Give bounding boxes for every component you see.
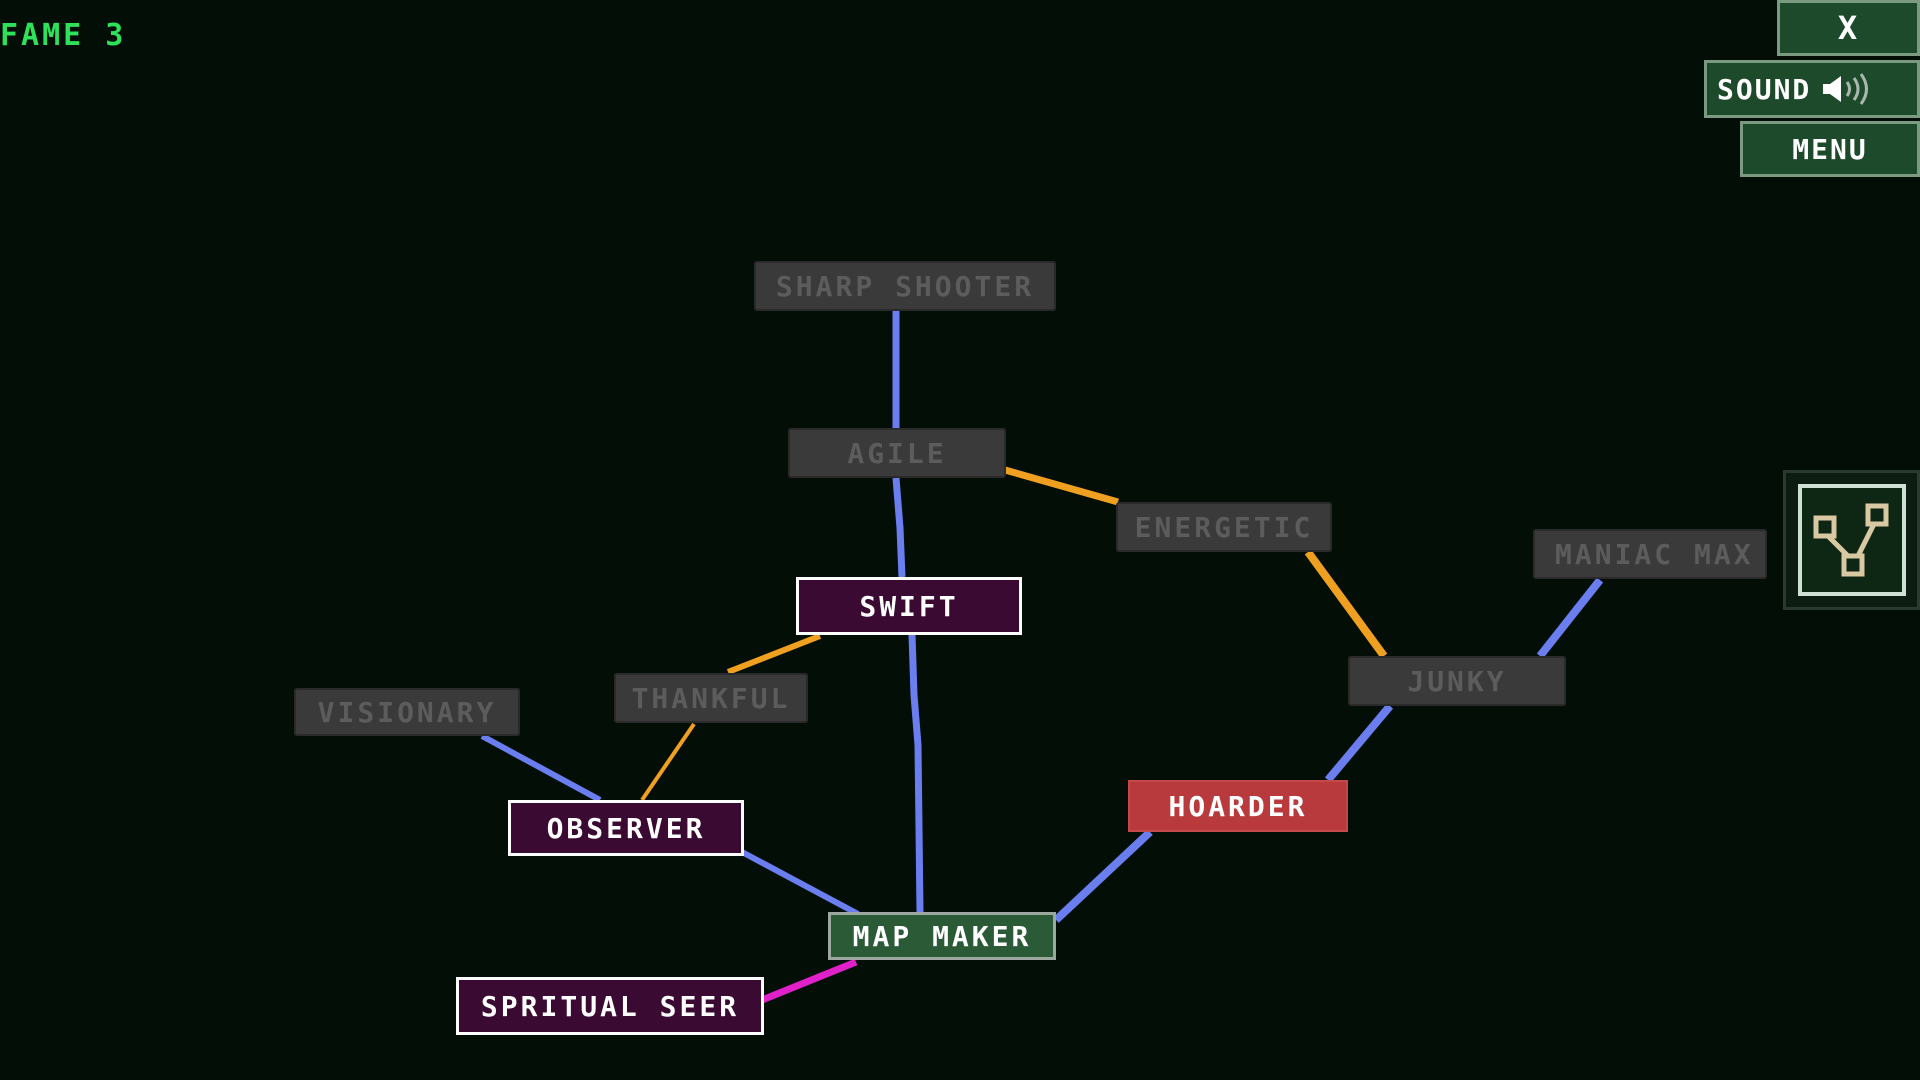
skill-label: SPRITUAL SEER (480, 989, 740, 1023)
link-visionary-observer (480, 733, 602, 803)
skill-label: SWIFT (859, 589, 959, 623)
skill-label: THANKFUL (631, 681, 791, 715)
skill-label: ENERGETIC (1134, 510, 1314, 544)
link-agile-energetic (1004, 466, 1119, 506)
link-energetic-junky (1304, 549, 1388, 659)
link-hoarder-mapmaker (1053, 829, 1153, 923)
skill-node-map-maker[interactable]: MAP MAKER (828, 912, 1056, 960)
skill-node-agile[interactable]: AGILE (788, 428, 1006, 478)
skill-node-maniac-max[interactable]: MANIAC MAX (1533, 529, 1767, 579)
menu-label: MENU (1792, 132, 1868, 166)
skill-label: HOARDER (1168, 789, 1308, 823)
sound-label: SOUND (1717, 72, 1812, 106)
menu-button[interactable]: MENU (1740, 121, 1920, 177)
skill-label: AGILE (847, 436, 947, 470)
skill-node-spritual-seer[interactable]: SPRITUAL SEER (456, 977, 764, 1035)
close-label: X (1837, 9, 1860, 47)
link-swift-thankful (726, 633, 822, 675)
close-button[interactable]: X (1777, 0, 1920, 56)
link-agile-swift (892, 477, 906, 578)
skill-label: OBSERVER (546, 811, 706, 845)
skill-label: JUNKY (1407, 664, 1507, 698)
link-maniac-junky (1536, 577, 1604, 659)
skill-node-energetic[interactable]: ENERGETIC (1116, 502, 1332, 552)
skill-tree-icon (1797, 484, 1906, 596)
fame-counter: FAME 3 (0, 18, 127, 53)
skill-tree-toggle-button[interactable] (1783, 470, 1920, 610)
skill-label: MANIAC MAX (1555, 537, 1754, 571)
skill-label: SHARP SHOOTER (775, 269, 1035, 303)
skill-node-junky[interactable]: JUNKY (1348, 656, 1566, 706)
skill-node-sharp-shooter[interactable]: SHARP SHOOTER (754, 261, 1056, 311)
skill-label: VISIONARY (317, 695, 497, 729)
link-thankful-observer (640, 722, 696, 802)
skill-label: MAP MAKER (852, 919, 1032, 953)
skill-node-observer[interactable]: OBSERVER (508, 800, 744, 856)
sound-button[interactable]: SOUND (1704, 60, 1920, 118)
skill-node-visionary[interactable]: VISIONARY (294, 688, 520, 736)
speaker-icon (1821, 72, 1879, 106)
link-mapmaker-seer (760, 958, 858, 1004)
skill-node-hoarder[interactable]: HOARDER (1128, 780, 1348, 832)
link-junky-hoarder (1324, 703, 1394, 783)
link-swift-mapmaker (908, 633, 924, 913)
skill-node-thankful[interactable]: THANKFUL (614, 673, 808, 723)
link-observer-mapmaker (740, 849, 860, 917)
skill-node-swift[interactable]: SWIFT (796, 577, 1022, 635)
